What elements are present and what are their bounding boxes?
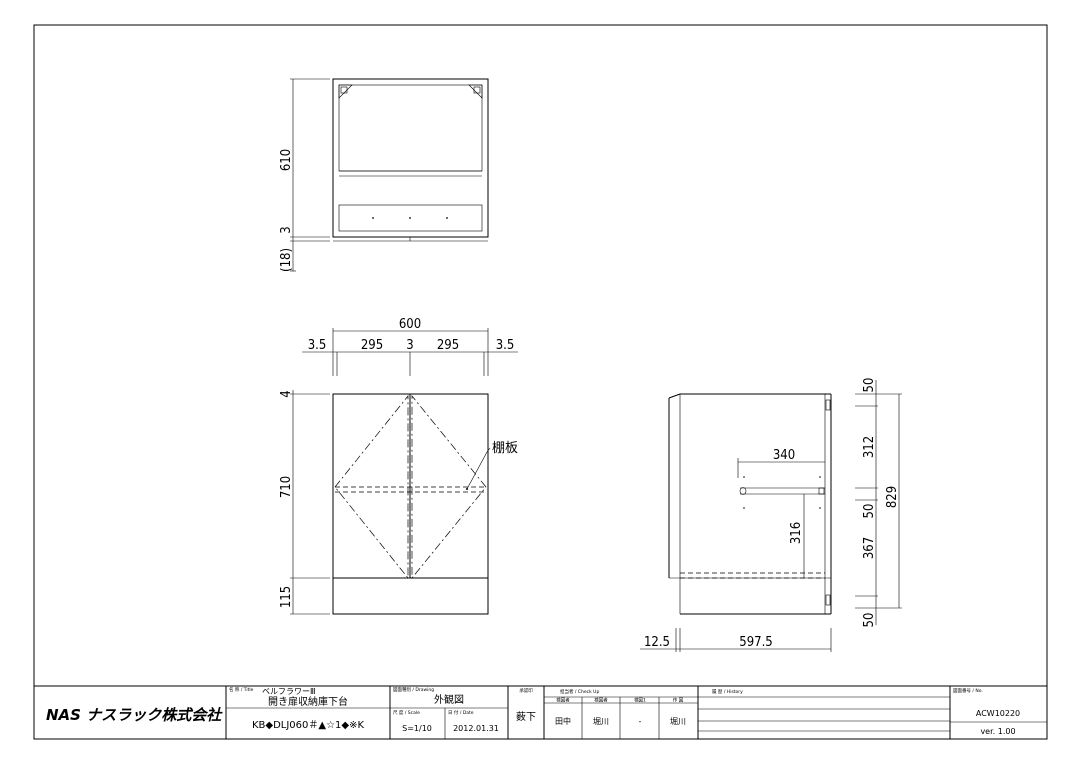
- drafter: 堀川: [670, 717, 686, 726]
- dim-front-width: 600: [399, 317, 421, 332]
- front-view: 600 3.5 295 3 295 3.5 棚板 4 710 115: [279, 317, 518, 615]
- side-view: 340 316 50 312 50 367 50 829 12.5 597.5: [640, 378, 902, 652]
- issued-by: 薮下: [516, 711, 536, 723]
- model-code: KB◆DLJ060＃▲☆1◆※K: [252, 719, 365, 731]
- checker3: -: [639, 717, 642, 726]
- dim-front-top: 4: [279, 390, 294, 397]
- company-logo: NAS ナスラック株式会社: [46, 706, 223, 724]
- scale-value: S=1/10: [402, 724, 432, 733]
- dim-side-top: 50: [862, 378, 877, 393]
- date-value: 2012.01.31: [453, 724, 499, 733]
- dim-front-door-right: 295: [437, 338, 459, 353]
- top-view: 610 3 (18): [279, 78, 489, 272]
- checker2: 堀川: [593, 717, 609, 726]
- dim-top-gap: 3: [279, 226, 294, 233]
- drawing-type: 外観図: [434, 693, 464, 706]
- dim-side-depth: 597.5: [739, 635, 772, 650]
- check-sub4: 作 図: [673, 697, 684, 704]
- dim-side-upper: 312: [862, 436, 877, 458]
- drawing-number: ACW10220: [976, 709, 1020, 718]
- product-name: 開き扉収納庫下台: [268, 695, 348, 708]
- version: ver. 1.00: [980, 727, 1015, 736]
- issued-label: 承認印: [519, 687, 533, 694]
- check-sub3: 検図1: [634, 697, 646, 704]
- check-sub2: 検図者: [594, 697, 608, 704]
- checker1: 田中: [555, 716, 571, 726]
- dim-side-total: 829: [885, 486, 900, 508]
- scale-label: 尺 度 / Scale: [393, 709, 420, 716]
- dim-top-depth: 610: [279, 149, 294, 171]
- dim-front-gap: 3: [406, 338, 413, 353]
- dim-side-mid: 50: [862, 504, 877, 519]
- dim-side-shelf-height: 316: [789, 522, 804, 544]
- dim-front-plinth: 115: [279, 586, 294, 608]
- history-label: 履 歴 / History: [712, 689, 743, 695]
- title-block: NAS ナスラック株式会社 名 称 / Title ベルフラワーⅢ 開き扉収納庫…: [34, 685, 1047, 739]
- dim-side-bottom: 50: [862, 613, 877, 628]
- dim-side-back: 12.5: [644, 635, 670, 650]
- sheet-border: [33, 24, 1048, 740]
- date-label: 日 付 / Date: [448, 709, 474, 716]
- check-label: 担当者 / Check Up: [560, 688, 599, 695]
- dim-side-lower: 367: [862, 537, 877, 559]
- dim-front-height: 710: [279, 476, 294, 498]
- drawing-type-label: 図面種別 / Drawing: [393, 686, 434, 693]
- series-name: ベルフラワーⅢ: [262, 687, 316, 696]
- dim-top-base: (18): [279, 248, 294, 272]
- drawing-number-label: 図面番号 / No.: [953, 687, 983, 694]
- dim-front-door-left: 295: [361, 338, 383, 353]
- dim-front-margin-right: 3.5: [496, 338, 515, 353]
- title-label: 名 称 / Title: [229, 686, 254, 693]
- check-sub1: 検図者: [556, 697, 570, 704]
- dim-side-inner-depth: 340: [773, 448, 795, 463]
- shelf-label: 棚板: [492, 441, 518, 456]
- dim-front-margin-left: 3.5: [308, 338, 327, 353]
